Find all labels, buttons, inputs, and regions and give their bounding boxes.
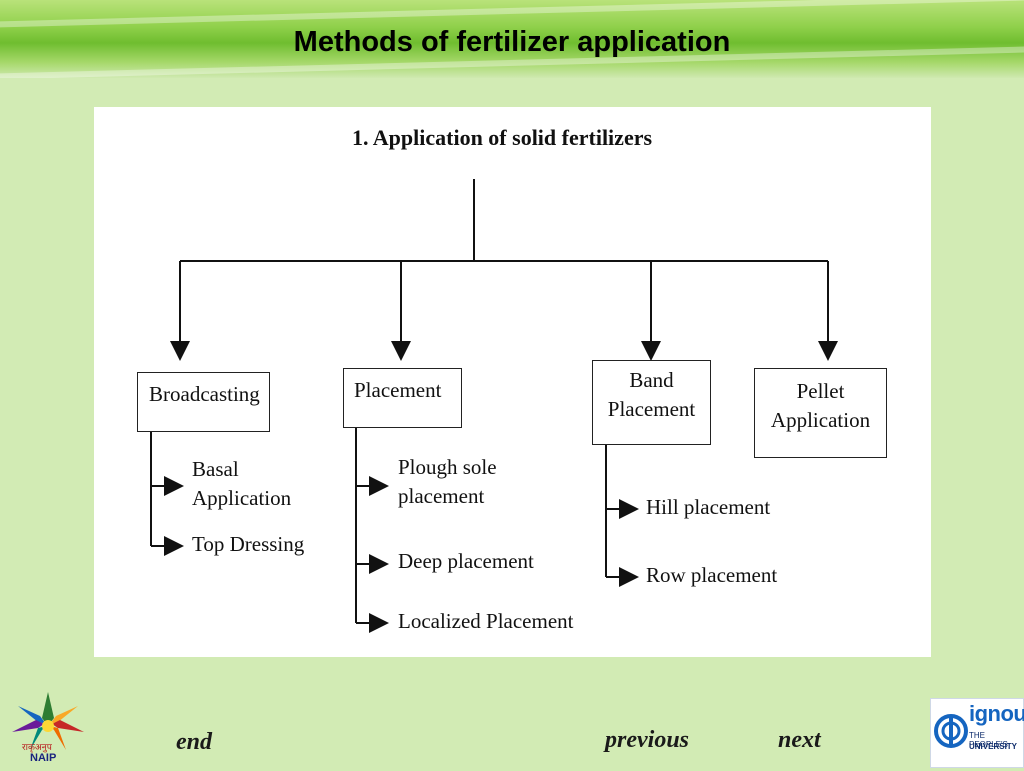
hill-placement-label: Hill placement <box>646 495 771 519</box>
diagram-panel: 1. Application of solid fertilizers Broa… <box>94 107 931 657</box>
ignou-tagline-1: THE PEOPLE'S <box>969 731 1008 749</box>
deep-placement-label: Deep placement <box>398 549 534 573</box>
ignou-emblem-icon <box>934 714 968 748</box>
plough-line2: placement <box>398 484 485 509</box>
basal-line2: Application <box>192 486 292 511</box>
ignou-name: ignou <box>969 701 1024 726</box>
band-label-line1: Band <box>629 368 674 392</box>
pellet-label-line1: Pellet <box>796 379 845 403</box>
end-link[interactable]: end <box>176 729 212 755</box>
plough-sole-label: Plough sole placement <box>398 453 497 512</box>
naip-text: NAIP <box>30 752 57 764</box>
plough-line1: Plough sole <box>398 455 497 479</box>
broadcasting-label: Broadcasting <box>149 382 260 406</box>
localized-placement-label: Localized Placement <box>398 609 574 633</box>
top-dressing-label: Top Dressing <box>192 532 305 556</box>
ignou-tagline-2: UNIVERSITY <box>969 742 1018 751</box>
naip-logo: राकृअनुप NAIP <box>8 688 88 766</box>
pellet-label-line2: Application <box>770 408 871 433</box>
band-placement-box: Band Placement <box>592 360 711 445</box>
header-banner: Methods of fertilizer application <box>0 0 1024 78</box>
connector-lines <box>150 179 838 633</box>
basal-line1: Basal <box>192 457 239 481</box>
broadcasting-box: Broadcasting <box>137 372 270 432</box>
slide-title: Methods of fertilizer application <box>293 26 731 58</box>
pellet-application-box: Pellet Application <box>754 368 887 458</box>
band-label-line2: Placement <box>607 397 696 422</box>
basal-application-label: Basal Application <box>192 455 291 514</box>
leaf-stripe <box>0 0 1024 29</box>
placement-label: Placement <box>354 378 442 402</box>
naip-hindi-text: राकृअनुप <box>22 743 52 753</box>
diagram-title: 1. Application of solid fertilizers <box>352 125 653 150</box>
next-link[interactable]: next <box>778 727 821 753</box>
naip-emblem-icon <box>12 692 84 750</box>
ignou-logo: ignou THE PEOPLE'S UNIVERSITY <box>930 698 1024 768</box>
previous-link[interactable]: previous <box>605 727 689 753</box>
placement-box: Placement <box>343 368 462 428</box>
row-placement-label: Row placement <box>646 563 778 587</box>
